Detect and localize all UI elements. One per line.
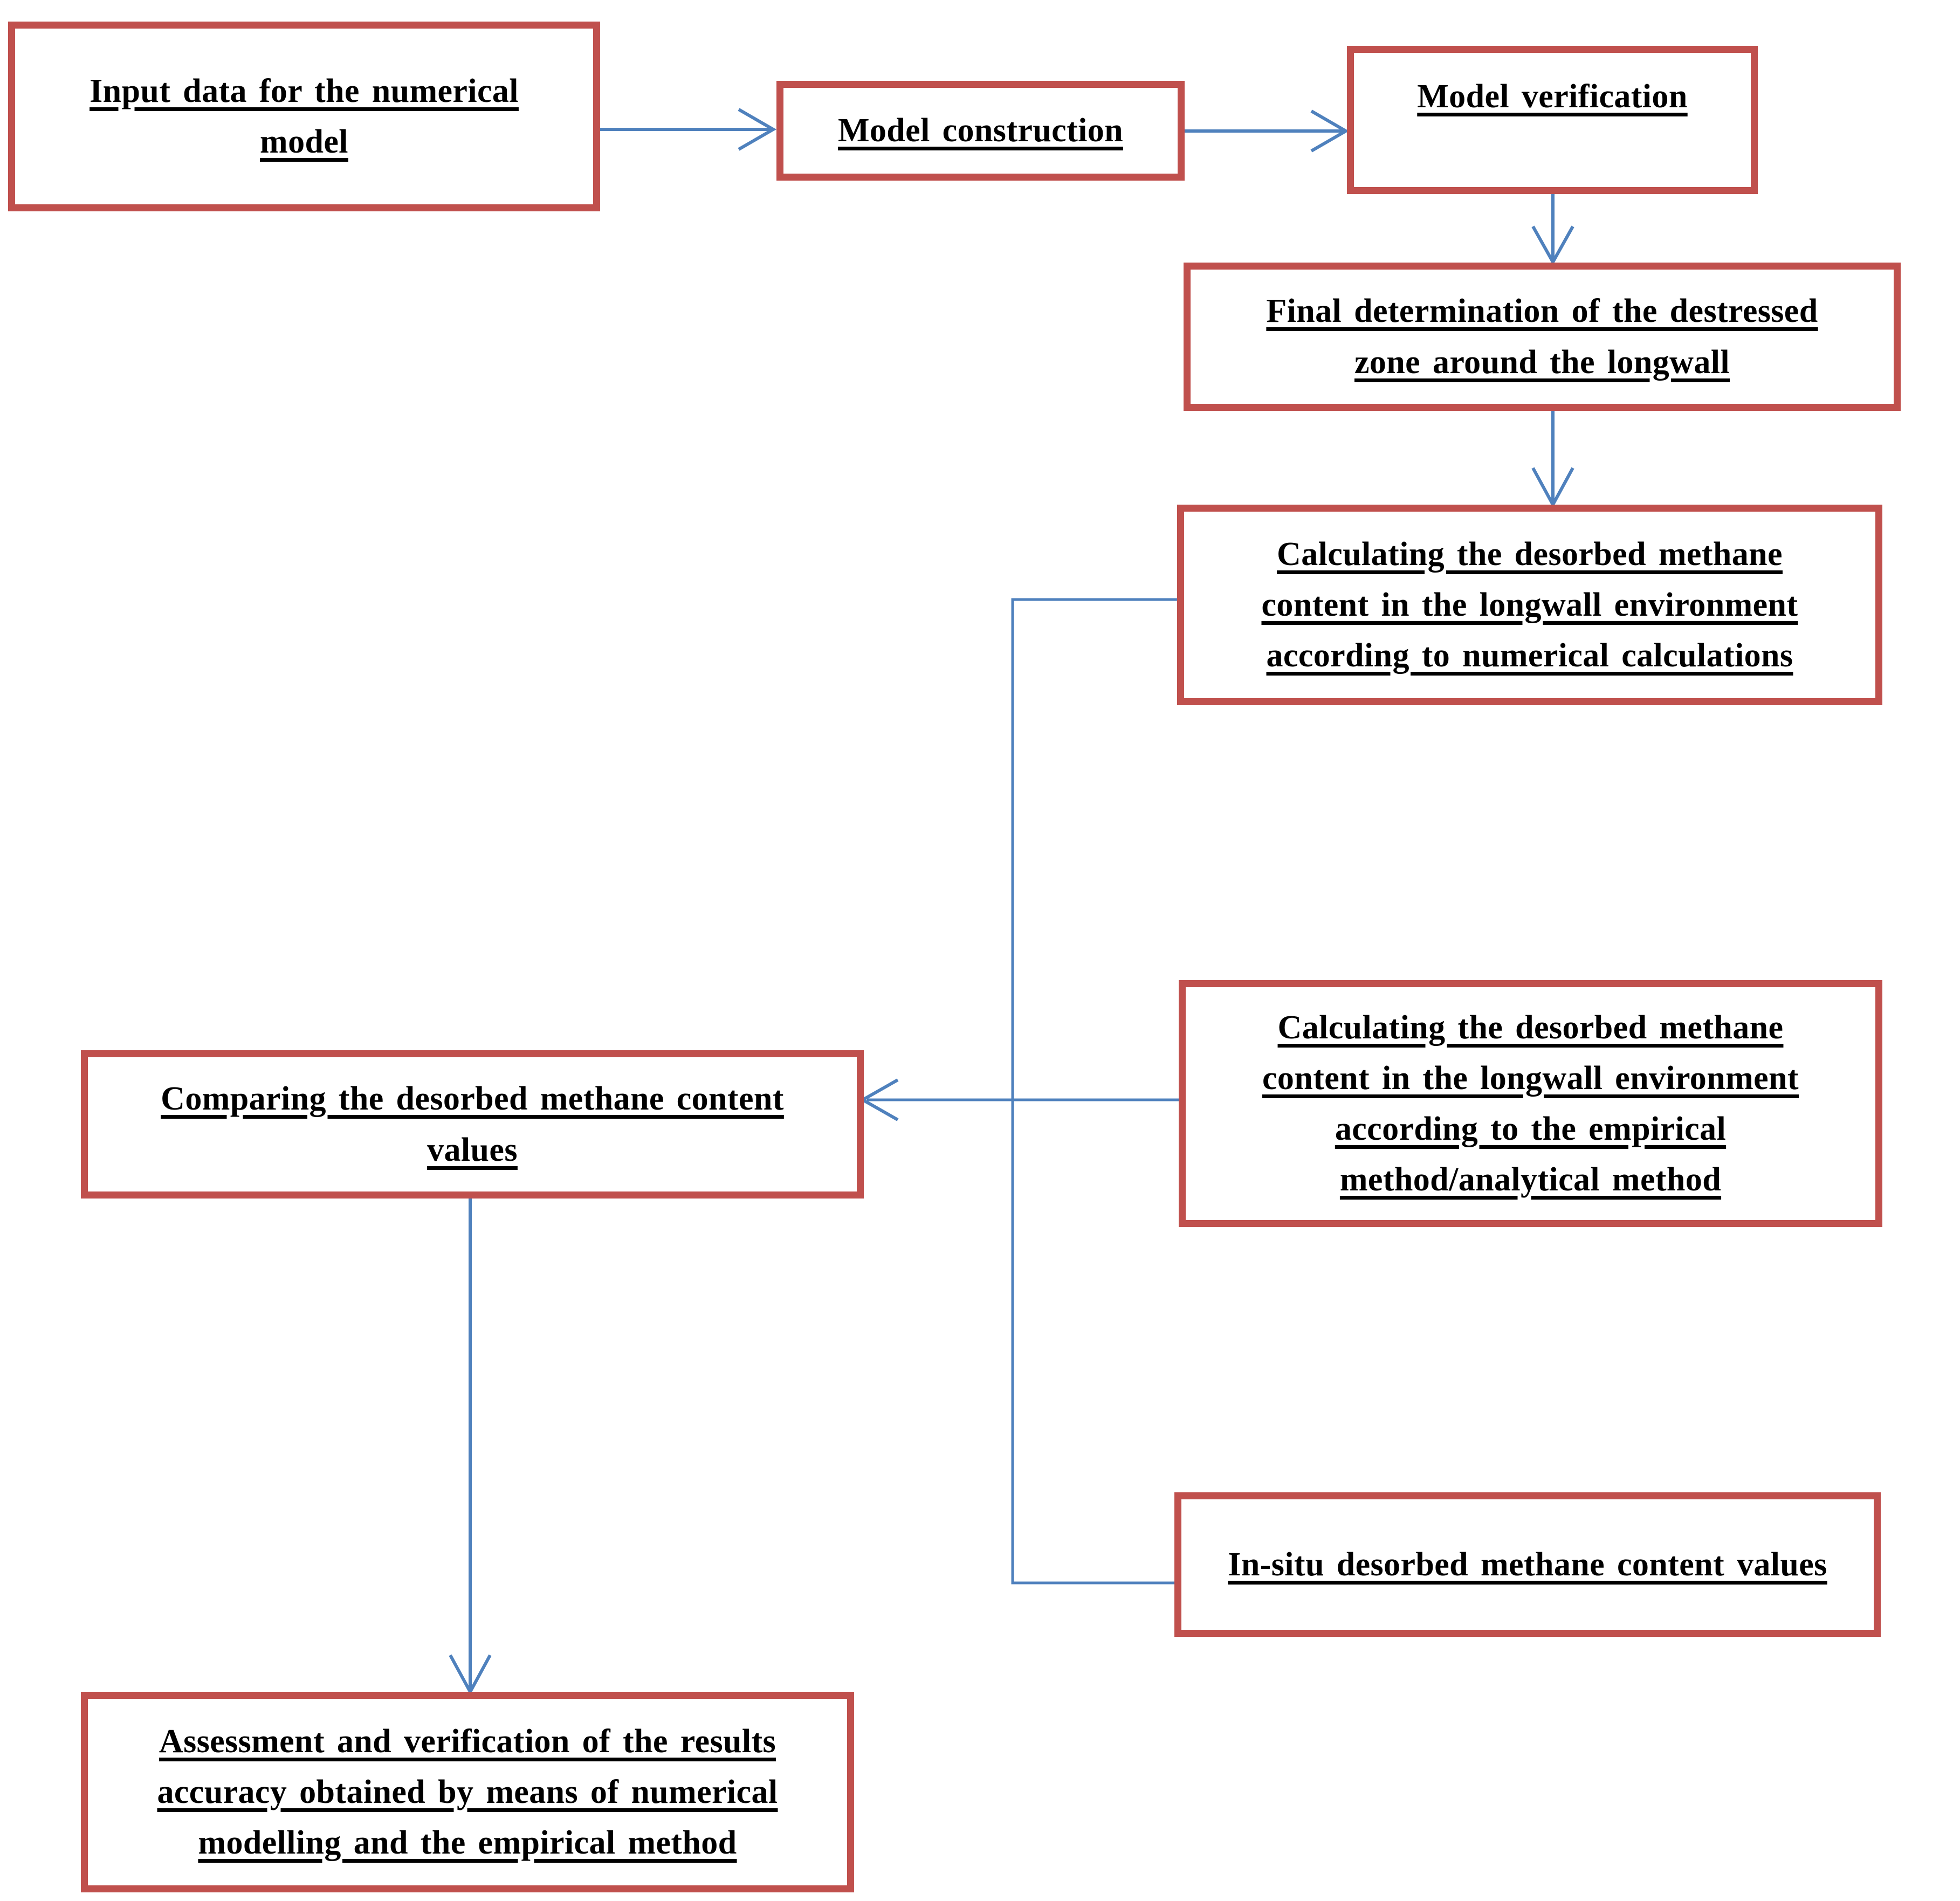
node-in-situ-values-label: In-situ desorbed methane content values: [1228, 1546, 1827, 1583]
node-model-construction-label: Model construction: [837, 112, 1124, 149]
connector-construction-to-verification: [1185, 109, 1349, 153]
node-input-data-label: Input data for the numerical model: [90, 72, 519, 160]
node-model-construction[interactable]: Model construction: [776, 81, 1185, 181]
node-assessment[interactable]: Assessment and verification of the resul…: [81, 1692, 854, 1892]
node-calc-numerical[interactable]: Calculating the desorbed methane content…: [1177, 505, 1882, 705]
node-calc-empirical-label: Calculating the desorbed methane content…: [1262, 1009, 1799, 1199]
node-assessment-label: Assessment and verification of the resul…: [157, 1723, 778, 1862]
node-model-verification-label: Model verification: [1417, 78, 1688, 115]
connector-comparing-to-assessment: [449, 1198, 492, 1696]
connector-final-to-calc-numerical: [1531, 410, 1574, 508]
node-model-verification[interactable]: Model verification: [1347, 46, 1758, 194]
node-comparing-values[interactable]: Comparing the desorbed methane content v…: [81, 1050, 864, 1199]
connector-in-situ-to-comparing: [1011, 1127, 1174, 1585]
node-input-data[interactable]: Input data for the numerical model: [8, 22, 600, 211]
connector-verification-to-final: [1531, 193, 1574, 266]
node-calc-empirical[interactable]: Calculating the desorbed methane content…: [1179, 980, 1882, 1227]
node-comparing-values-label: Comparing the desorbed methane content v…: [161, 1080, 784, 1168]
node-final-determination-label: Final determination of the destressed zo…: [1266, 293, 1818, 381]
node-in-situ-values[interactable]: In-situ desorbed methane content values: [1174, 1492, 1881, 1637]
node-calc-numerical-label: Calculating the desorbed methane content…: [1261, 535, 1798, 674]
node-final-determination[interactable]: Final determination of the destressed zo…: [1184, 263, 1901, 411]
connector-calc-empirical-to-comparing: [859, 1078, 1179, 1121]
connector-input-to-construction: [600, 108, 776, 151]
connector-calc-numerical-to-comparing: [1011, 598, 1177, 1127]
